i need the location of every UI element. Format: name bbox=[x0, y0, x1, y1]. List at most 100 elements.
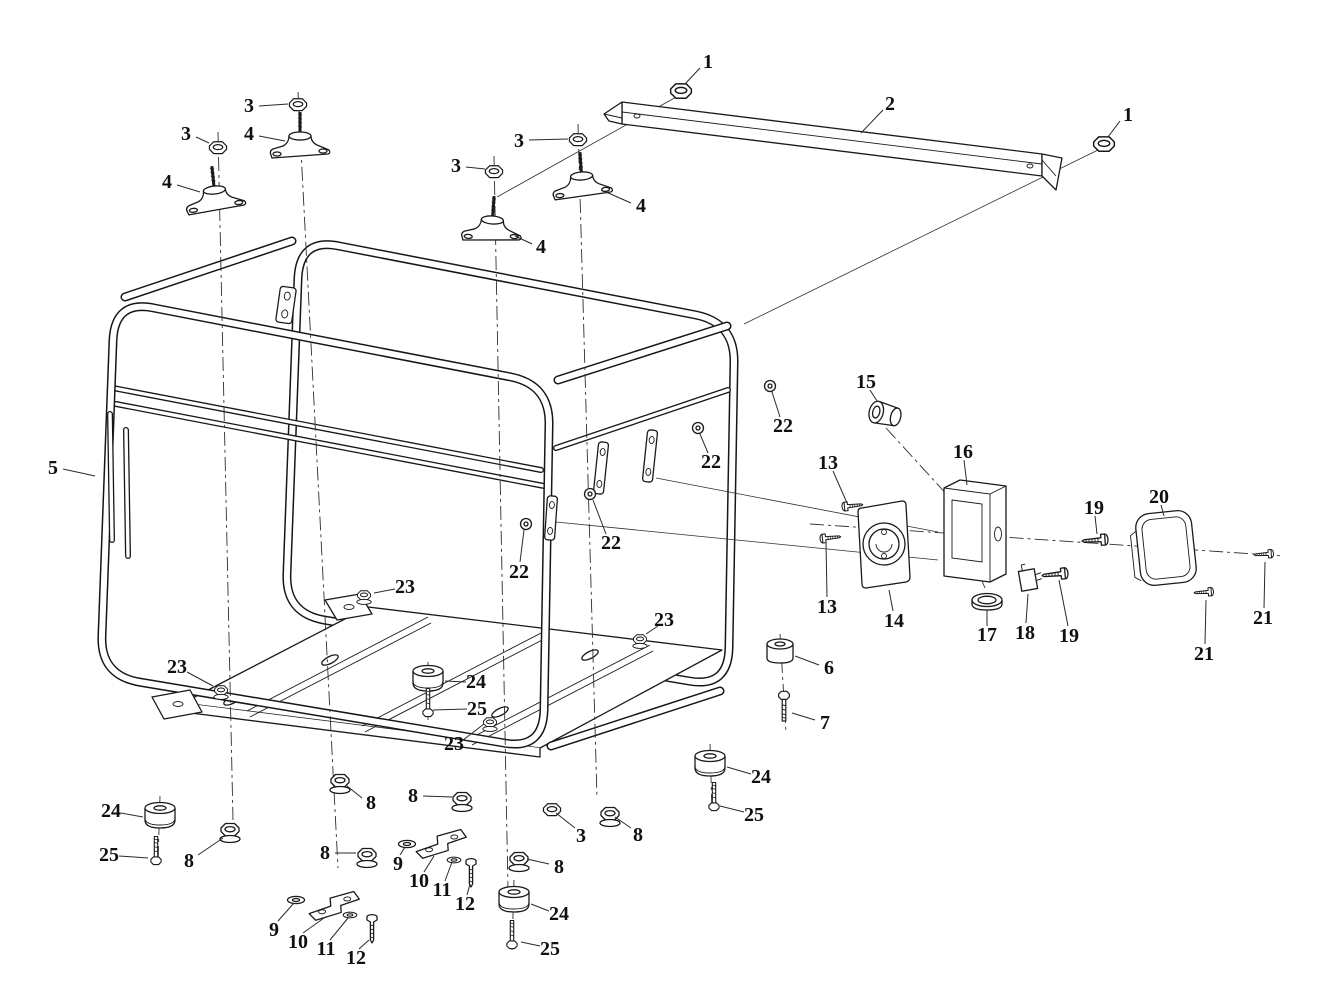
nut-washer-part-8 bbox=[220, 824, 240, 843]
callout-label: 5 bbox=[48, 457, 58, 479]
lamp-part-15 bbox=[868, 400, 902, 427]
washer-part-9 bbox=[397, 839, 417, 849]
callout-label: 1 bbox=[1123, 104, 1133, 126]
screw-part-22 bbox=[583, 487, 597, 501]
callout-label: 25 bbox=[540, 938, 560, 960]
callout-label: 23 bbox=[444, 733, 464, 755]
nut-washer-part-8 bbox=[357, 849, 377, 868]
callout-leader bbox=[614, 816, 632, 829]
outlet-bracket-part-14 bbox=[857, 500, 911, 589]
callout-leader bbox=[592, 499, 607, 535]
callout-label: 17 bbox=[977, 624, 997, 646]
callout-leader bbox=[699, 433, 709, 454]
callout-label: 10 bbox=[288, 931, 308, 953]
callout-label: 4 bbox=[636, 195, 646, 217]
callout-leader bbox=[444, 680, 467, 683]
callout-label: 13 bbox=[818, 452, 838, 474]
callout-label: 22 bbox=[509, 561, 529, 583]
screw-part-22 bbox=[519, 517, 533, 531]
callout-leader bbox=[726, 766, 752, 775]
callout-leader bbox=[605, 191, 632, 204]
callout-leader bbox=[399, 846, 406, 856]
callout-leader bbox=[963, 459, 968, 486]
callout-label: 11 bbox=[317, 938, 336, 960]
callout-label: 22 bbox=[601, 532, 621, 554]
callout-leader bbox=[186, 671, 214, 687]
callout-leader bbox=[860, 109, 884, 134]
callout-leader bbox=[176, 184, 201, 193]
rubber-foot-part-24 bbox=[144, 801, 176, 829]
callout-leader bbox=[869, 389, 878, 402]
callout-leader bbox=[346, 785, 363, 799]
callout-label: 10 bbox=[409, 870, 429, 892]
rubber-mount-part-4 bbox=[548, 148, 615, 202]
rubber-foot-part-24 bbox=[412, 664, 444, 692]
switch-part-18 bbox=[1017, 563, 1043, 592]
callout-leader bbox=[197, 837, 224, 856]
bolt-part-25 bbox=[708, 781, 720, 812]
callout-leader bbox=[1025, 593, 1029, 624]
nut-part-23 bbox=[214, 686, 228, 700]
spring-washer-part-11 bbox=[446, 856, 462, 864]
callout-leader bbox=[645, 625, 659, 635]
callout-leader bbox=[466, 883, 471, 896]
callout-label: 3 bbox=[514, 130, 524, 152]
hex-nut-part-3 bbox=[288, 98, 308, 112]
frame-part-5 bbox=[97, 236, 739, 758]
callout-leader bbox=[465, 166, 486, 170]
nut-washer-part-8 bbox=[600, 808, 620, 827]
panel-housing-part-16 bbox=[943, 479, 1007, 583]
callout-leader bbox=[1204, 599, 1207, 645]
callout-leader bbox=[373, 588, 396, 594]
rubber-foot-part-24 bbox=[694, 749, 726, 777]
callout-leader bbox=[195, 136, 210, 144]
callout-leader bbox=[258, 135, 286, 142]
callout-label: 22 bbox=[701, 451, 721, 473]
callout-label: 19 bbox=[1059, 625, 1079, 647]
screw-part-22 bbox=[691, 421, 705, 435]
callout-label: 13 bbox=[817, 596, 837, 618]
callout-label: 2 bbox=[885, 93, 895, 115]
callout-label: 8 bbox=[554, 856, 564, 878]
rubber-foot-part-24 bbox=[498, 885, 530, 913]
callout-label: 24 bbox=[466, 671, 486, 693]
hex-nut-part-3 bbox=[542, 803, 562, 817]
callout-leader bbox=[528, 138, 569, 141]
callout-leader bbox=[719, 805, 745, 813]
callout-leader bbox=[1107, 120, 1121, 138]
bracket-part-10 bbox=[414, 828, 469, 860]
callout-label: 1 bbox=[703, 51, 713, 73]
callout-label: 4 bbox=[244, 123, 254, 145]
nut-washer-part-8 bbox=[509, 853, 529, 872]
frame-foot-ear bbox=[151, 593, 373, 720]
screw-part-12 bbox=[465, 857, 477, 888]
callout-label: 3 bbox=[181, 123, 191, 145]
hex-nut-part-3 bbox=[208, 141, 228, 155]
callout-leader bbox=[422, 795, 453, 798]
callout-label: 3 bbox=[451, 155, 461, 177]
callout-label: 18 bbox=[1015, 622, 1035, 644]
callout-leader bbox=[118, 855, 149, 859]
hex-nut-part-1 bbox=[1092, 136, 1116, 152]
rubber-mount-part-4 bbox=[268, 110, 332, 160]
callout-leader bbox=[514, 235, 533, 245]
callout-label: 23 bbox=[654, 609, 674, 631]
callout-label: 8 bbox=[366, 792, 376, 814]
callout-label: 16 bbox=[953, 441, 973, 463]
nut-washer-part-8 bbox=[330, 775, 350, 794]
callout-leader bbox=[423, 855, 435, 873]
hex-nut-part-3 bbox=[568, 133, 588, 147]
hex-nut-part-1 bbox=[669, 83, 693, 99]
callout-leader bbox=[684, 67, 701, 85]
callout-leader bbox=[832, 470, 848, 504]
callout-label: 14 bbox=[884, 610, 904, 632]
cap-part-6 bbox=[766, 638, 794, 664]
callout-leader bbox=[432, 708, 468, 711]
callout-label: 24 bbox=[549, 903, 569, 925]
callout-leader bbox=[462, 723, 485, 741]
callout-label: 21 bbox=[1194, 643, 1214, 665]
callout-label: 25 bbox=[744, 804, 764, 826]
callout-label: 23 bbox=[167, 656, 187, 678]
bolt-part-25 bbox=[150, 835, 162, 866]
